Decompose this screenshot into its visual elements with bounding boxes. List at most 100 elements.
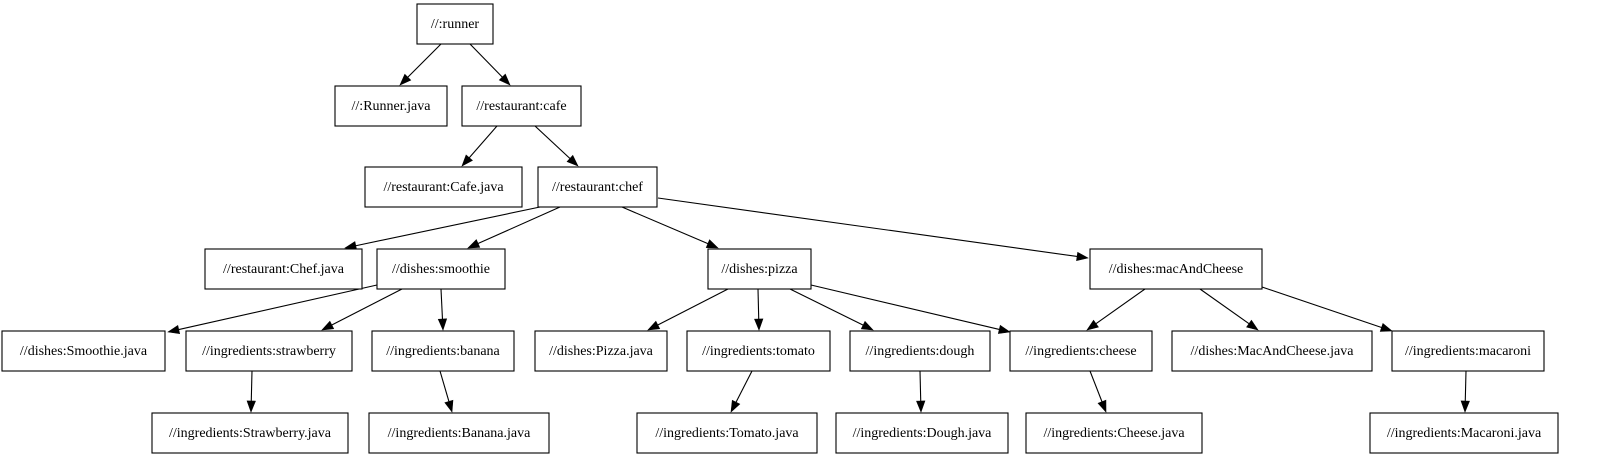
node-label: //restaurant:Cafe.java <box>383 180 504 195</box>
graph-node-cafe_java[interactable]: //restaurant:Cafe.java <box>364 166 523 208</box>
graph-node-dough_java[interactable]: //ingredients:Dough.java <box>835 412 1009 454</box>
node-label: //dishes:Smoothie.java <box>20 344 148 359</box>
node-box[interactable] <box>185 330 353 372</box>
node-label: //ingredients:Cheese.java <box>1043 426 1185 441</box>
node-label: //ingredients:tomato <box>702 344 815 359</box>
graph-node-dishes_macandchee[interactable]: //dishes:macAndCheese <box>1089 248 1263 290</box>
node-label: //ingredients:macaroni <box>1405 344 1531 359</box>
node-box[interactable] <box>151 412 349 454</box>
node-label: //dishes:pizza <box>721 262 798 277</box>
edge-arrowhead <box>730 399 741 413</box>
graph-node-ing_cheese[interactable]: //ingredients:cheese <box>1009 330 1153 372</box>
nodes-layer: //:runner //:Runner.java //restaurant:cafe… <box>1 3 1559 454</box>
edge-arrowhead <box>1379 322 1393 332</box>
node-box[interactable] <box>1171 330 1373 372</box>
node-box[interactable] <box>534 330 668 372</box>
edge-line <box>1464 370 1467 402</box>
graph-edge <box>1460 370 1470 413</box>
edge-line <box>407 43 442 78</box>
graph-node-runner_java[interactable]: //:Runner.java <box>334 85 448 127</box>
node-box[interactable] <box>707 248 812 290</box>
node-box[interactable] <box>1089 248 1263 290</box>
node-box[interactable] <box>1025 412 1203 454</box>
node-label: //ingredients:Dough.java <box>853 426 993 441</box>
graph-node-smoothie_java[interactable]: //dishes:Smoothie.java <box>1 330 166 372</box>
graph-edge <box>437 288 448 331</box>
node-box[interactable] <box>376 248 506 290</box>
graph-edge <box>534 125 579 167</box>
edge-line <box>657 197 1078 258</box>
node-box[interactable] <box>537 166 658 208</box>
edge-arrowhead <box>705 239 719 249</box>
node-box[interactable] <box>686 330 831 372</box>
node-box[interactable] <box>461 85 582 127</box>
graph-edge <box>321 288 403 331</box>
graph-node-restaurant_chef[interactable]: //restaurant:chef <box>537 166 658 208</box>
graph-node-ing_tomato[interactable]: //ingredients:tomato <box>686 330 831 372</box>
graph-node-pizza_java[interactable]: //dishes:Pizza.java <box>534 330 668 372</box>
edges-layer <box>167 43 1470 413</box>
graph-edge <box>1089 370 1107 413</box>
node-box[interactable] <box>204 248 363 290</box>
node-label: //dishes:smoothie <box>392 262 490 277</box>
edge-line <box>331 288 403 326</box>
node-box[interactable] <box>364 166 523 208</box>
graph-node-tomato_java[interactable]: //ingredients:Tomato.java <box>636 412 818 454</box>
graph-edge <box>647 288 729 331</box>
node-label: //ingredients:strawberry <box>202 344 336 359</box>
node-box[interactable] <box>334 85 448 127</box>
node-box[interactable] <box>371 330 515 372</box>
node-label: //ingredients:Macaroni.java <box>1387 426 1542 441</box>
node-label: //ingredients:dough <box>866 344 975 359</box>
graph-node-ing_banana[interactable]: //ingredients:banana <box>371 330 515 372</box>
edge-line <box>468 125 498 159</box>
edge-line <box>919 370 922 402</box>
edge-line <box>469 43 503 78</box>
graph-node-dishes_pizza[interactable]: //dishes:pizza <box>707 248 812 290</box>
node-label: //ingredients:Strawberry.java <box>169 426 332 441</box>
edge-line <box>1095 288 1146 325</box>
graph-node-ing_dough[interactable]: //ingredients:dough <box>849 330 991 372</box>
node-box[interactable] <box>1 330 166 372</box>
edge-arrowhead <box>467 239 481 249</box>
graph-node-macaroni_java[interactable]: //ingredients:Macaroni.java <box>1369 412 1559 454</box>
graph-node-chef_java[interactable]: //restaurant:Chef.java <box>204 248 363 290</box>
node-box[interactable] <box>1369 412 1559 454</box>
node-box[interactable] <box>1391 330 1545 372</box>
edge-arrowhead <box>167 324 181 335</box>
edge-arrowhead <box>1460 400 1470 413</box>
edge-arrowhead <box>647 320 661 331</box>
graph-node-strawberry_java[interactable]: //ingredients:Strawberry.java <box>151 412 349 454</box>
graph-node-macandcheese_java[interactable]: //dishes:MacAndCheese.java <box>1171 330 1373 372</box>
graph-node-runner[interactable]: //:runner <box>416 3 494 45</box>
node-box[interactable] <box>416 3 494 45</box>
edge-arrowhead <box>916 400 926 413</box>
graph-edge <box>916 370 926 413</box>
node-box[interactable] <box>849 330 991 372</box>
graph-node-ing_strawberry[interactable]: //ingredients:strawberry <box>185 330 353 372</box>
graph-node-restaurant_cafe[interactable]: //restaurant:cafe <box>461 85 582 127</box>
edge-arrowhead <box>399 73 412 86</box>
graph-edge <box>461 125 498 167</box>
graph-edge <box>439 370 454 413</box>
node-box[interactable] <box>368 412 550 454</box>
node-label: //dishes:macAndCheese <box>1109 262 1244 277</box>
node-label: //dishes:MacAndCheese.java <box>1191 344 1355 359</box>
graph-node-dishes_smoothie[interactable]: //dishes:smoothie <box>376 248 506 290</box>
graph-node-banana_java[interactable]: //ingredients:Banana.java <box>368 412 550 454</box>
edge-arrowhead <box>754 318 764 331</box>
edge-arrowhead <box>246 400 256 413</box>
graph-node-ing_macaroni[interactable]: //ingredients:macaroni <box>1391 330 1545 372</box>
node-label: //:runner <box>431 17 480 32</box>
edge-line <box>735 370 753 403</box>
graph-edge <box>399 43 442 86</box>
graph-edge <box>1261 286 1393 332</box>
graph-node-cheese_java[interactable]: //ingredients:Cheese.java <box>1025 412 1203 454</box>
node-label: //ingredients:cheese <box>1025 344 1136 359</box>
graph-edge <box>657 197 1089 262</box>
node-box[interactable] <box>1009 330 1153 372</box>
node-box[interactable] <box>835 412 1009 454</box>
node-box[interactable] <box>636 412 818 454</box>
node-label: //ingredients:Tomato.java <box>655 426 799 441</box>
